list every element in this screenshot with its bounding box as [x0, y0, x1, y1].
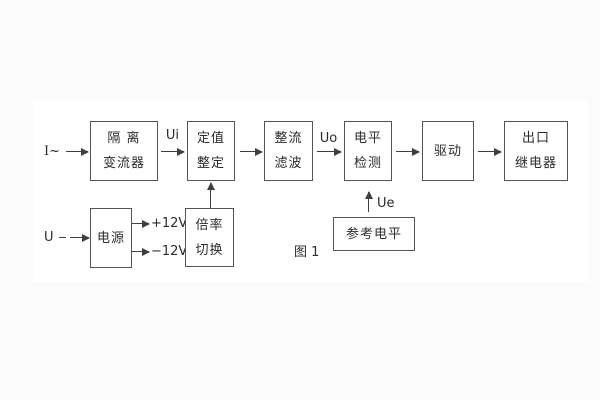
block-rectifier-filter-line1: 整流	[274, 131, 303, 146]
arrow-ratio-to-setting-icon	[207, 182, 215, 208]
block-ratio-switch-line1: 倍率	[195, 217, 224, 233]
block-rectifier-filter-line2: 滤波	[274, 156, 303, 171]
label-input-voltage: U	[44, 230, 54, 245]
figure-caption: 图 1	[294, 245, 320, 260]
block-isolation-transformer-line2: 变流器	[102, 156, 145, 171]
label-plus12v: +12V	[151, 216, 188, 231]
arrow-input-voltage-icon	[70, 234, 90, 242]
arrow-setting-to-rectifier-icon	[240, 148, 263, 156]
line-input-voltage-icon	[59, 237, 66, 238]
block-rectifier-filter: 整流 滤波	[264, 121, 313, 181]
label-ue: Ue	[377, 196, 395, 211]
block-power-supply: 电源	[90, 208, 132, 268]
block-reference-level: 参考电平	[333, 217, 415, 251]
arrow-input-current-icon	[66, 148, 89, 156]
label-ui: Ui	[165, 128, 180, 143]
block-power-supply-line1: 电源	[96, 230, 125, 246]
block-driver: 驱动	[422, 121, 474, 181]
block-level-detection: 电平 检测	[344, 121, 392, 181]
arrow-minus12v-icon	[132, 248, 150, 256]
label-input-current: I~	[44, 144, 61, 159]
block-isolation-transformer: 隔 离 变流器	[90, 121, 158, 181]
arrow-detection-to-driver-icon	[396, 148, 420, 156]
block-output-relay-line1: 出口	[521, 131, 550, 146]
label-minus12v: −12V	[151, 244, 188, 259]
arrow-plus12v-icon	[132, 220, 150, 228]
block-isolation-transformer-line1: 隔 离	[107, 131, 141, 146]
block-setting-adjust: 定值 整定	[187, 121, 235, 181]
block-output-relay: 出口 继电器	[504, 121, 568, 181]
block-ratio-switch: 倍率 切换	[185, 208, 234, 267]
block-driver-line1: 驱动	[433, 143, 462, 159]
block-level-detection-line1: 电平	[353, 131, 382, 146]
block-output-relay-line2: 继电器	[514, 156, 557, 171]
block-reference-level-line1: 参考电平	[345, 226, 402, 242]
arrow-driver-to-relay-icon	[478, 148, 502, 156]
block-level-detection-line2: 检测	[353, 156, 382, 171]
arrow-ui-icon	[161, 148, 185, 156]
label-uo: Uo	[319, 131, 338, 146]
block-setting-adjust-line2: 整定	[196, 156, 225, 171]
block-ratio-switch-line2: 切换	[195, 242, 224, 258]
arrow-uo-icon	[317, 148, 342, 156]
block-setting-adjust-line1: 定值	[196, 131, 225, 146]
arrow-ue-icon	[365, 191, 373, 212]
